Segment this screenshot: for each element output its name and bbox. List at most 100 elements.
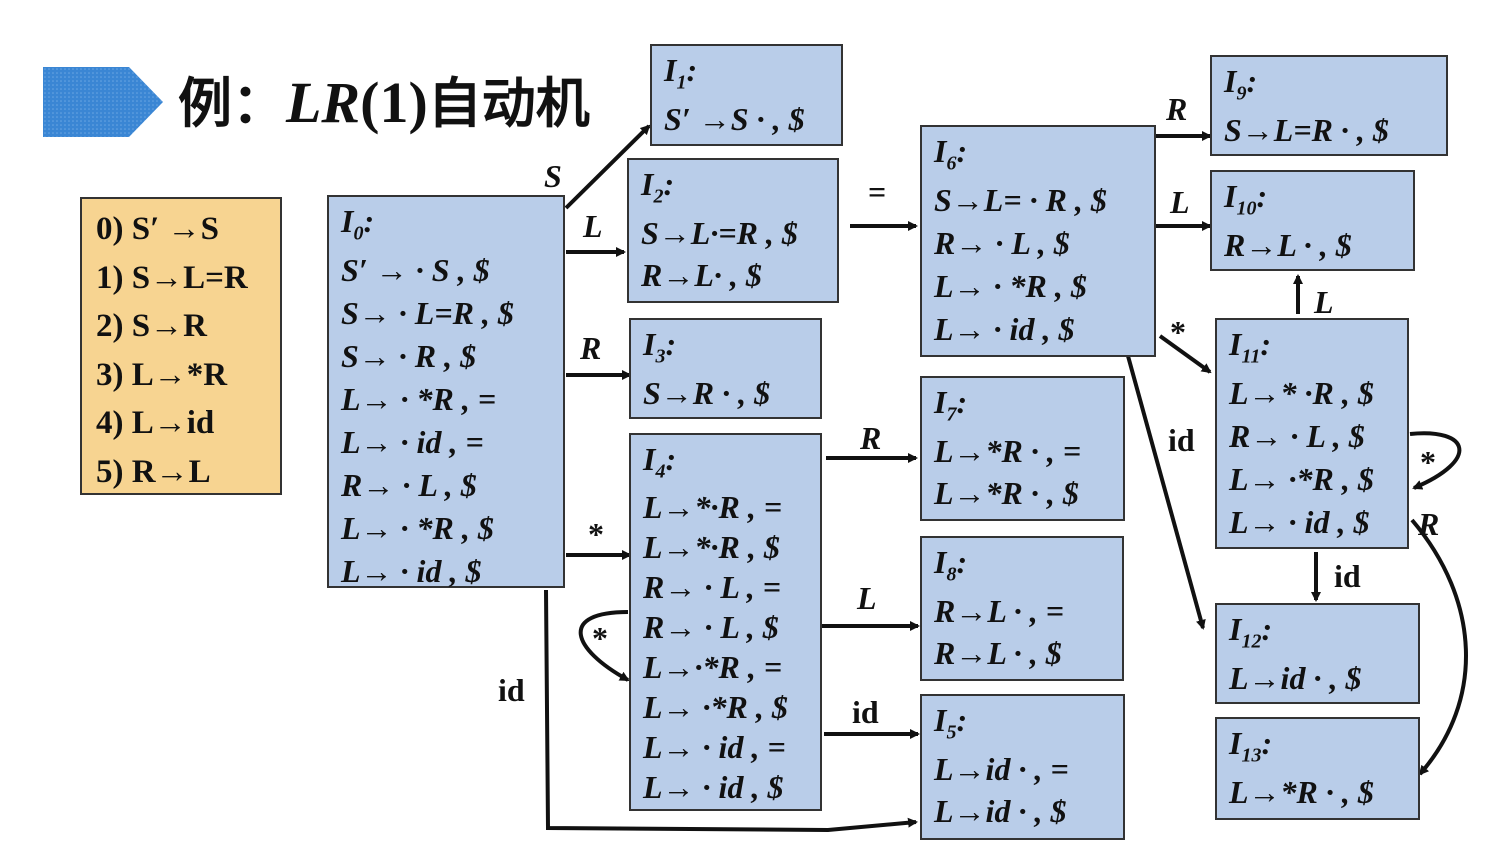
edge-label-i11-i12: id <box>1334 558 1361 594</box>
lr-item: L→·*R , = <box>643 649 783 686</box>
lr-item: S→L·=R , $ <box>641 215 798 252</box>
state-name: I13: <box>1229 725 1273 767</box>
state-i7: I7: L→*R · , = L→*R · , $ <box>920 376 1125 521</box>
edge-label-i6-i11: * <box>1170 314 1186 350</box>
state-name: I7: <box>934 384 968 426</box>
state-name: I5: <box>934 702 968 744</box>
state-i12: I12: L→id · , $ <box>1215 603 1420 704</box>
lr-item: L→* ·R , $ <box>1229 375 1374 412</box>
lr-item: S→L= · R , $ <box>934 182 1107 219</box>
edge-label-i0-i4: * <box>588 516 604 552</box>
lr-item: L→ ·*R , $ <box>643 689 788 726</box>
edge-label-i0-i3: R <box>580 330 602 366</box>
lr-item: L→id · , = <box>934 751 1069 788</box>
lr-item: S′ →S · , $ <box>664 101 805 138</box>
lr-item: L→ · *R , $ <box>341 510 494 547</box>
edge-i4-i4 <box>578 610 630 682</box>
edge-label-i4-i4: * <box>592 620 608 656</box>
edge-label-i4-i8: L <box>857 580 877 616</box>
edge-label-i2-i6: = <box>868 174 887 210</box>
state-i1: I1: S′ →S · , $ <box>650 44 843 146</box>
edge-i0-i1 <box>564 124 651 210</box>
state-i3: I3: S→R · , $ <box>629 318 822 419</box>
edge-label-i0-i5: id <box>498 672 525 708</box>
lr-item: L→ · id , $ <box>341 553 482 590</box>
edge-label-i4-i7: R <box>860 420 882 456</box>
edge-i11-i13 <box>1410 518 1468 776</box>
state-i2: I2: S→L·=R , $ R→L· , $ <box>627 158 839 303</box>
lr-item: L→id · , $ <box>934 793 1067 830</box>
edge-i6-i11 <box>1158 334 1212 374</box>
lr-item: L→ ·*R , $ <box>1229 461 1374 498</box>
state-i0: I0: S′ → · S , $ S→ · L=R , $ S→ · R , $… <box>327 195 565 589</box>
lr-item: S→ · L=R , $ <box>341 295 514 332</box>
edge-label-i0-i2: L <box>583 208 603 244</box>
edge-label-i6-i9: R <box>1166 91 1188 127</box>
lr-item: R→L · , = <box>934 593 1064 630</box>
state-i13: I13: L→*R · , $ <box>1215 717 1420 820</box>
state-name: I2: <box>641 166 675 208</box>
lr-item: R→ · L , $ <box>643 609 779 646</box>
state-name: I6: <box>934 133 968 175</box>
lr-item: S→ · R , $ <box>341 338 477 375</box>
state-name: I0: <box>341 203 375 245</box>
state-i5: I5: L→id · , = L→id · , $ <box>920 694 1125 840</box>
lr-item: S→L=R · , $ <box>1224 112 1389 149</box>
lr-item: R→ · L , $ <box>341 467 477 504</box>
state-name: I12: <box>1229 611 1273 653</box>
state-name: I3: <box>643 326 677 368</box>
edge-label-i6-i10: L <box>1170 184 1190 220</box>
grammar-box: 0) S′ →S 1) S→L=R 2) S→R 3) L→*R 4) L→id… <box>80 197 282 495</box>
edge-i6-i12 <box>1126 355 1206 630</box>
state-i11: I11: L→* ·R , $ R→ · L , $ L→ ·*R , $ L→… <box>1215 318 1409 549</box>
state-name: I9: <box>1224 63 1258 105</box>
lr-item: R→L · , $ <box>1224 227 1352 264</box>
title-arrow-icon <box>43 67 163 137</box>
lr-item: L→*·R , = <box>643 489 783 526</box>
edge-label-i0-i1: S <box>544 158 562 194</box>
page-title: 例：LR(1)自动机 <box>178 70 590 135</box>
lr-item: R→L · , $ <box>934 635 1062 672</box>
grammar-rule: 5) R→L <box>96 453 211 490</box>
lr-item: S′ → · S , $ <box>341 252 490 289</box>
edge-label-i11-i11: * <box>1420 444 1436 480</box>
edge-label-i11-i13: R <box>1418 506 1440 542</box>
lr-item: L→ · id , = <box>643 729 786 766</box>
state-name: I11: <box>1229 326 1272 368</box>
state-i6: I6: S→L= · R , $ R→ · L , $ L→ · *R , $ … <box>920 125 1156 357</box>
edge-i11-i11 <box>1409 431 1462 490</box>
state-name: I8: <box>934 544 968 586</box>
state-name: I10: <box>1224 178 1268 220</box>
lr-item: L→id · , $ <box>1229 660 1362 697</box>
grammar-rule: 2) S→R <box>96 308 207 344</box>
lr-item: R→ · L , = <box>643 569 781 606</box>
state-i4: I4: L→*·R , = L→*·R , $ R→ · L , = R→ · … <box>629 433 822 811</box>
grammar-rule: 0) S′ →S <box>96 211 219 247</box>
lr-item: L→*R · , = <box>934 433 1082 470</box>
grammar-rule: 4) L→id <box>96 405 215 441</box>
state-name: I4: <box>643 441 677 483</box>
edge-label-i6-i12: id <box>1168 422 1195 458</box>
lr-item: R→ · L , $ <box>934 225 1070 262</box>
grammar-rule: 3) L→*R <box>96 356 228 393</box>
lr-item: L→*·R , $ <box>643 529 780 566</box>
lr-item: L→ · *R , $ <box>934 268 1087 305</box>
state-i10: I10: R→L · , $ <box>1210 170 1415 271</box>
lr-item: R→ · L , $ <box>1229 418 1365 455</box>
edge-i0-i5 <box>544 589 918 833</box>
edge-label-i4-i5: id <box>852 694 879 730</box>
lr-item: L→ · id , = <box>341 424 484 461</box>
grammar-rule: 1) S→L=R <box>96 259 248 296</box>
lr-item: L→ · id , $ <box>934 311 1075 348</box>
lr-item: R→L· , $ <box>641 257 762 294</box>
lr-item: S→R · , $ <box>643 375 771 412</box>
lr-item: L→ · id , $ <box>643 769 784 806</box>
lr-item: L→*R · , $ <box>1229 774 1374 811</box>
state-i8: I8: R→L · , = R→L · , $ <box>920 536 1124 681</box>
state-i9: I9: S→L=R · , $ <box>1210 55 1448 156</box>
edge-label-i11-i10: L <box>1314 284 1334 320</box>
lr-item: L→ · *R , = <box>341 381 497 418</box>
state-name: I1: <box>664 52 698 94</box>
lr-item: L→*R · , $ <box>934 475 1079 512</box>
